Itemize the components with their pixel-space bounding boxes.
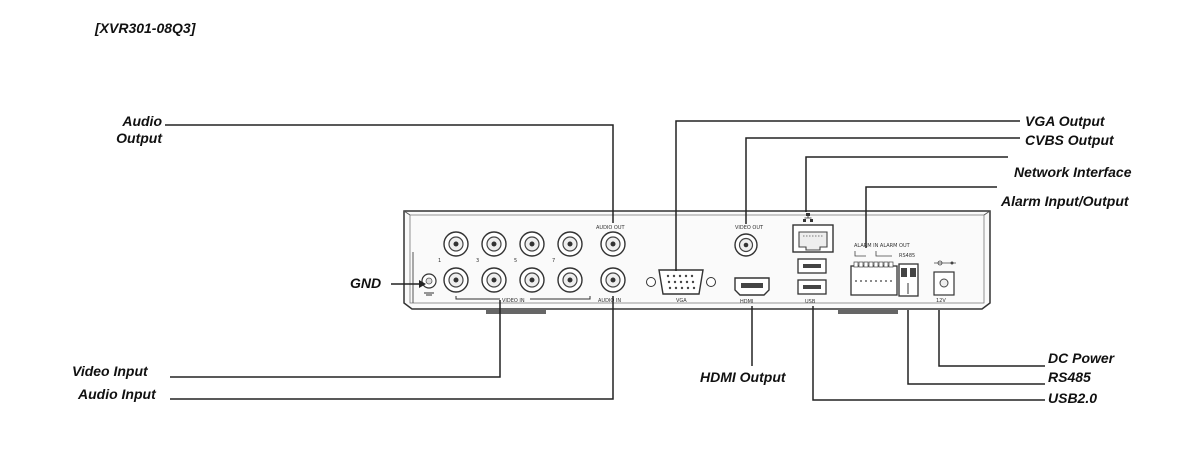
bnc-connector-icon bbox=[600, 231, 626, 257]
label-audio-output-line1: Audio bbox=[122, 113, 162, 129]
label-audio-output: Audio Output bbox=[100, 113, 162, 147]
cvbs-output-bnc: VIDEO OUT bbox=[734, 225, 764, 257]
right-foot bbox=[838, 309, 898, 314]
audio-in-bnc: AUDIO IN bbox=[598, 267, 626, 304]
leader-audio-input bbox=[170, 296, 614, 400]
vga-mark: VGA bbox=[676, 298, 687, 304]
dc-jack-icon: 12V bbox=[933, 260, 956, 304]
label-gnd: GND bbox=[350, 275, 382, 291]
model-title: [XVR301-08Q3] bbox=[95, 20, 196, 36]
bnc-connector-icon bbox=[519, 231, 545, 257]
rj45-port-icon bbox=[792, 224, 834, 253]
vga-port-icon: VGA bbox=[646, 269, 716, 304]
usb-mark: USB bbox=[805, 299, 816, 305]
audio-in-mark: AUDIO IN bbox=[598, 298, 621, 304]
usb-port-icon bbox=[797, 258, 827, 274]
port-number-3: 3 bbox=[476, 258, 479, 264]
audio-out-mark: AUDIO OUT bbox=[596, 225, 626, 231]
bnc-connector-icon bbox=[600, 267, 626, 293]
ground-icon bbox=[421, 273, 437, 296]
left-foot bbox=[486, 309, 546, 314]
label-audio-output-line2: Output bbox=[116, 130, 162, 146]
label-network-interface: Network Interface bbox=[1014, 164, 1132, 180]
dc-mark: 12V bbox=[936, 298, 946, 304]
leader-video-input bbox=[170, 300, 501, 378]
usb-port-icon bbox=[797, 279, 827, 295]
label-hdmi-output: HDMI Output bbox=[700, 369, 786, 385]
cvbs-mark: VIDEO OUT bbox=[735, 225, 764, 231]
bnc-connector-icon bbox=[734, 233, 758, 257]
label-audio-input: Audio Input bbox=[78, 386, 156, 402]
leader-alarm-io bbox=[865, 186, 997, 248]
video-in-mark: VIDEO IN bbox=[502, 298, 525, 304]
bnc-connector-icon bbox=[481, 267, 507, 293]
gnd-arrowhead bbox=[419, 280, 426, 288]
leader-usb bbox=[812, 306, 1045, 401]
hdmi-mark: HDMI bbox=[740, 299, 753, 305]
video-input-bnc-group: 1 3 5 7 VIDEO IN bbox=[438, 231, 591, 304]
bnc-connector-icon bbox=[557, 231, 583, 257]
hdmi-port-icon: HDMI bbox=[734, 277, 770, 305]
label-alarm-io: Alarm Input/Output bbox=[1001, 193, 1129, 209]
port-number-7: 7 bbox=[552, 258, 555, 264]
device-chassis bbox=[403, 210, 991, 314]
label-vga-output: VGA Output bbox=[1025, 113, 1105, 129]
leader-dc-power bbox=[938, 310, 1045, 367]
port-number-1: 1 bbox=[438, 258, 441, 264]
leader-cvbs-output bbox=[745, 137, 1020, 224]
leader-network-interface bbox=[805, 156, 1008, 212]
label-dc-power: DC Power bbox=[1048, 350, 1115, 366]
bnc-connector-icon bbox=[443, 231, 469, 257]
leader-rs485 bbox=[907, 310, 1045, 385]
port-number-5: 5 bbox=[514, 258, 517, 264]
bnc-connector-icon bbox=[443, 267, 469, 293]
rs485-terminal: RS485 bbox=[898, 253, 919, 297]
bnc-connector-icon bbox=[519, 267, 545, 293]
alarm-mark: ALARM IN ALARM OUT bbox=[854, 243, 911, 249]
leader-lines bbox=[165, 120, 1045, 401]
leader-vga-output bbox=[675, 120, 1020, 271]
label-rs485: RS485 bbox=[1048, 369, 1091, 385]
bnc-connector-icon bbox=[481, 231, 507, 257]
network-icon bbox=[803, 213, 813, 222]
label-usb: USB2.0 bbox=[1048, 390, 1098, 406]
leader-audio-output bbox=[165, 124, 614, 223]
rs485-mark: RS485 bbox=[899, 253, 915, 259]
label-cvbs-output: CVBS Output bbox=[1025, 132, 1114, 148]
label-video-input: Video Input bbox=[72, 363, 148, 379]
audio-out-bnc: AUDIO OUT bbox=[596, 225, 626, 257]
bnc-connector-icon bbox=[557, 267, 583, 293]
terminal-block-icon: ALARM IN ALARM OUT bbox=[850, 243, 911, 296]
